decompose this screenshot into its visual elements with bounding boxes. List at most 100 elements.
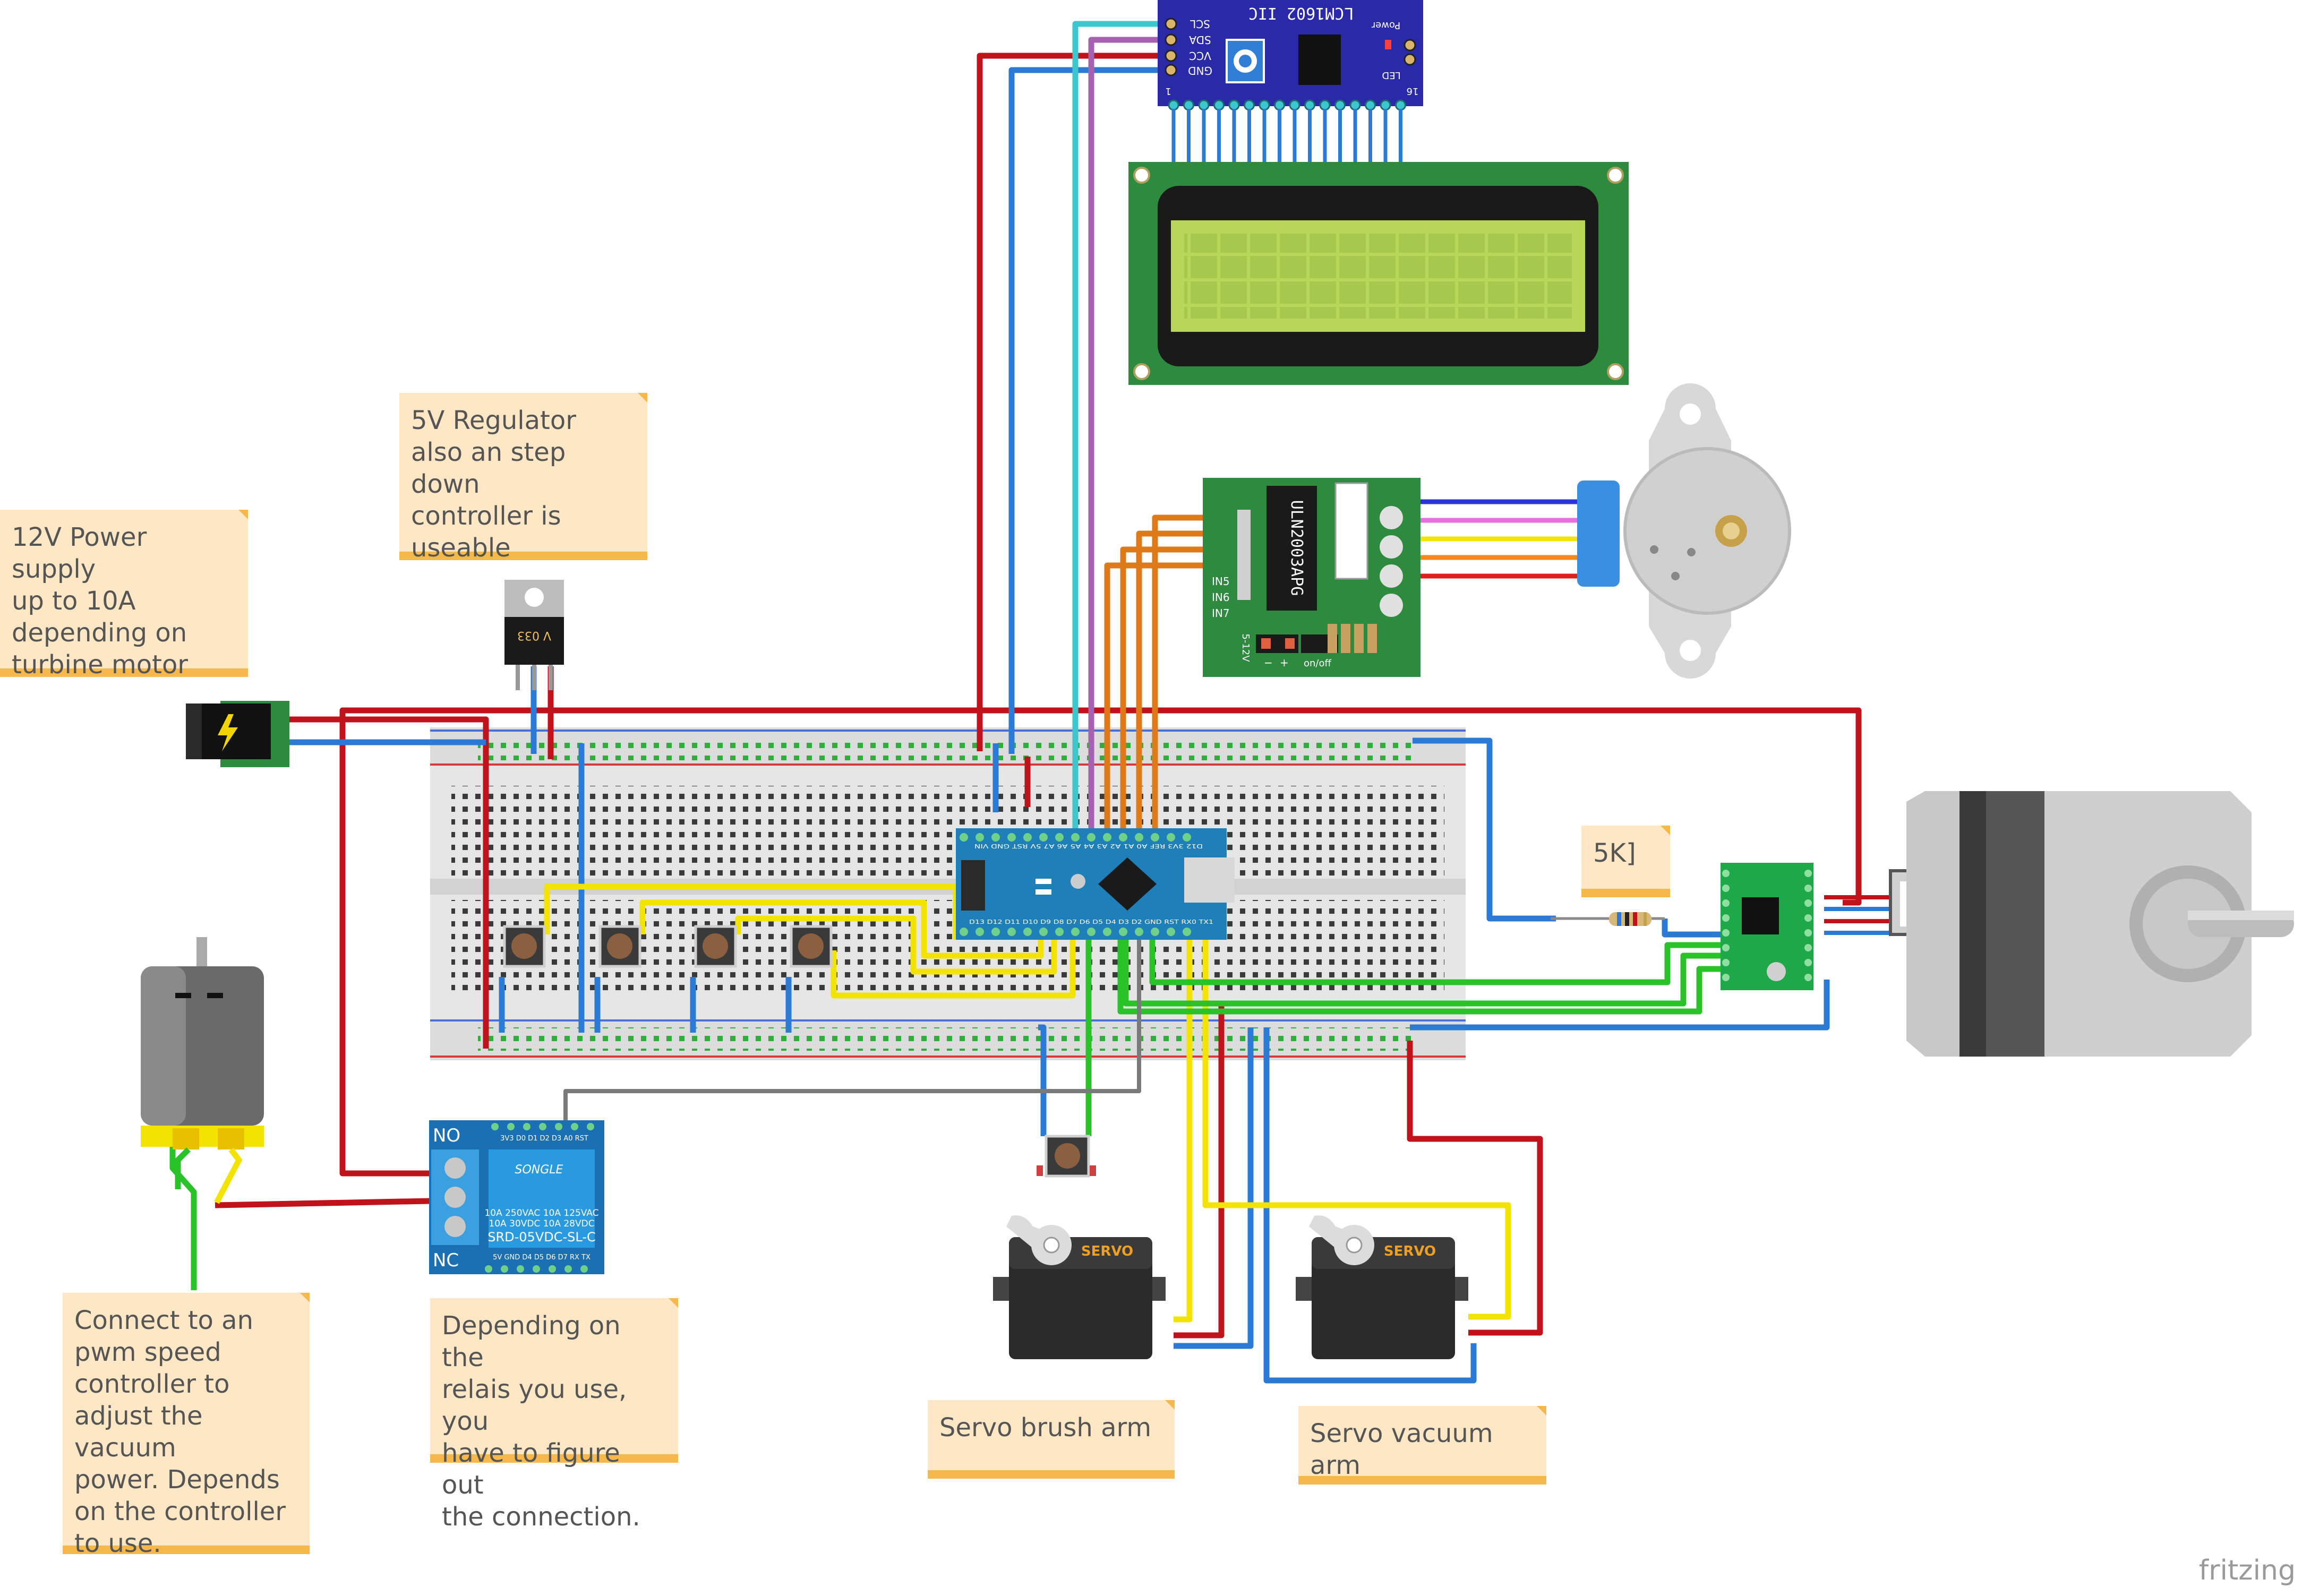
nano-pin [1119, 928, 1127, 936]
small-stepper-motor [1577, 383, 1791, 679]
wire-servo-vacuum-signal [1202, 934, 1511, 1320]
note-resistor: 5K] [1581, 826, 1670, 897]
nema-stepper-motor [1889, 791, 2294, 1057]
wire-gnd-reset-btn [1038, 1024, 1047, 1136]
lcd-header-pin [1334, 99, 1346, 111]
a4988-pin [1804, 944, 1812, 951]
wire-12v-main [287, 707, 1862, 906]
nano-pin [1071, 928, 1080, 936]
nano-pin [991, 928, 1000, 936]
lcd-header-pin [1244, 99, 1255, 111]
relay-brand: SONGLE [515, 1163, 563, 1177]
nano-top-header [960, 833, 1191, 842]
relay-top-pins: 3V3 D0 D1 D2 D3 A0 RST [500, 1135, 588, 1143]
a4988-pin [1722, 870, 1730, 877]
driver-chip-label: ULN2003APG [1287, 500, 1306, 596]
wire-motor-green [169, 1136, 197, 1290]
nano-pin [1167, 928, 1175, 936]
relay-pin [539, 1123, 546, 1130]
wire-step [1149, 934, 1723, 985]
lcd-header-pin [1380, 99, 1391, 111]
nano-bottom-header [960, 928, 1191, 936]
nano-top-pin-labels: D12 3V3 REF A0 A1 A2 A3 A4 A5 A6 A7 5V R… [974, 843, 1203, 850]
lcd-backpack-pins [1165, 18, 1416, 76]
a4988-pin [1804, 959, 1812, 966]
relay-pin [564, 1265, 572, 1273]
nano-bottom-pin-labels: D13 D12 D11 D10 D9 D8 D7 D6 D5 D4 D3 D2 … [969, 919, 1213, 925]
wire-servo-vacuum-power [1407, 1041, 1543, 1336]
push-buttons [503, 925, 1096, 1178]
lcd-header-pin [1289, 99, 1300, 111]
lcd-header-pin [1274, 99, 1285, 111]
nano-pin [1023, 928, 1032, 936]
power-jack [186, 701, 289, 767]
a4988-pin [1804, 899, 1812, 907]
lcd-header-pin [1349, 99, 1361, 111]
servo-brush: SERVO [993, 1215, 1166, 1359]
nano-pin [1087, 928, 1096, 936]
a4988-pin [1804, 929, 1812, 937]
nano-pin [1039, 833, 1048, 842]
nano-pin [1183, 928, 1191, 936]
nano-pin [1007, 928, 1016, 936]
relay-pin [580, 1265, 588, 1273]
a4988-pin [1722, 944, 1730, 951]
lcd-header-pin [1365, 99, 1376, 111]
lcd-pin-scl: SCL [1189, 18, 1210, 30]
nano-pin [975, 833, 984, 842]
lcd-header-pin [1319, 99, 1331, 111]
nano-pin [1023, 833, 1032, 842]
push-button-1 [503, 925, 546, 968]
note-servo-vacuum: Servo vacuum arm [1298, 1406, 1546, 1485]
nano-pin [960, 833, 968, 842]
wire-btn-4 [831, 934, 1076, 999]
wire-gnd-a4988-2 [1410, 980, 1830, 1031]
wire-lcd-gnd [1008, 67, 1176, 754]
relay-pin [555, 1123, 562, 1130]
relay-pin [501, 1265, 508, 1273]
lcd-header-pin [1183, 99, 1194, 111]
wire-servo-brush-power [1174, 1006, 1225, 1338]
a4988-pin [1804, 974, 1812, 981]
a4988-pin [1722, 929, 1730, 937]
relay-pin [533, 1265, 540, 1273]
servo-brush-label: SERVO [1081, 1243, 1133, 1259]
note-servo-vacuum-text: Servo vacuum arm [1310, 1419, 1493, 1480]
wire-gnd-servo-brush [1174, 1027, 1254, 1349]
lcd-i2c-module: LCM1602 IIC Power SCL SDA VCC GND LED 1 … [1158, 0, 1423, 111]
note-relay: Depending on the relais you use, you hav… [430, 1298, 678, 1532]
wire-btn-2 [639, 899, 1044, 959]
note-regulator-text: 5V Regulator also an step down controlle… [411, 406, 576, 563]
nano-pin [1103, 928, 1111, 936]
nano-pin [1119, 833, 1127, 842]
lcd-header-pin [1168, 99, 1179, 111]
relay-module: NO NC SONGLE 10A 250VAC 10A 125VAC 10A 3… [429, 1120, 604, 1274]
wire-enable [1117, 934, 1723, 1015]
relay-bottom-pins: 5V GND D4 D5 D6 D7 RX TX [493, 1254, 591, 1262]
breadboard [430, 727, 1466, 1060]
relay-pin [549, 1265, 556, 1273]
a4988-pin [1722, 899, 1730, 907]
lcd-pin-sda: SDA [1189, 33, 1211, 46]
nano-pin [1007, 833, 1016, 842]
driver-plus: + [1280, 656, 1289, 669]
a4988-pin [1722, 885, 1730, 892]
relay-no-label: NO [433, 1125, 460, 1146]
wire-in4 [1104, 562, 1243, 834]
relay-pin [571, 1123, 578, 1130]
nano-pin [1039, 928, 1048, 936]
note-relay-text: Depending on the relais you use, you hav… [442, 1311, 640, 1532]
lcd-pin-gnd: GND [1188, 64, 1212, 77]
relay-nc-label: NC [433, 1250, 459, 1271]
driver-voltage: 5-12V [1240, 633, 1251, 662]
lcd-header-pin [1198, 99, 1210, 111]
fritzing-logo: fritzing [2198, 1555, 2296, 1586]
nano-pin [1055, 928, 1064, 936]
wire-btn-3 [735, 915, 1057, 975]
driver-switch: on/off [1304, 658, 1331, 669]
lcd-header-pin [1395, 99, 1406, 111]
servo-vacuum: SERVO [1296, 1215, 1468, 1359]
note-power-supply: 12V Power supply up to 10A depending on … [0, 510, 248, 680]
relay-pin [507, 1123, 515, 1130]
